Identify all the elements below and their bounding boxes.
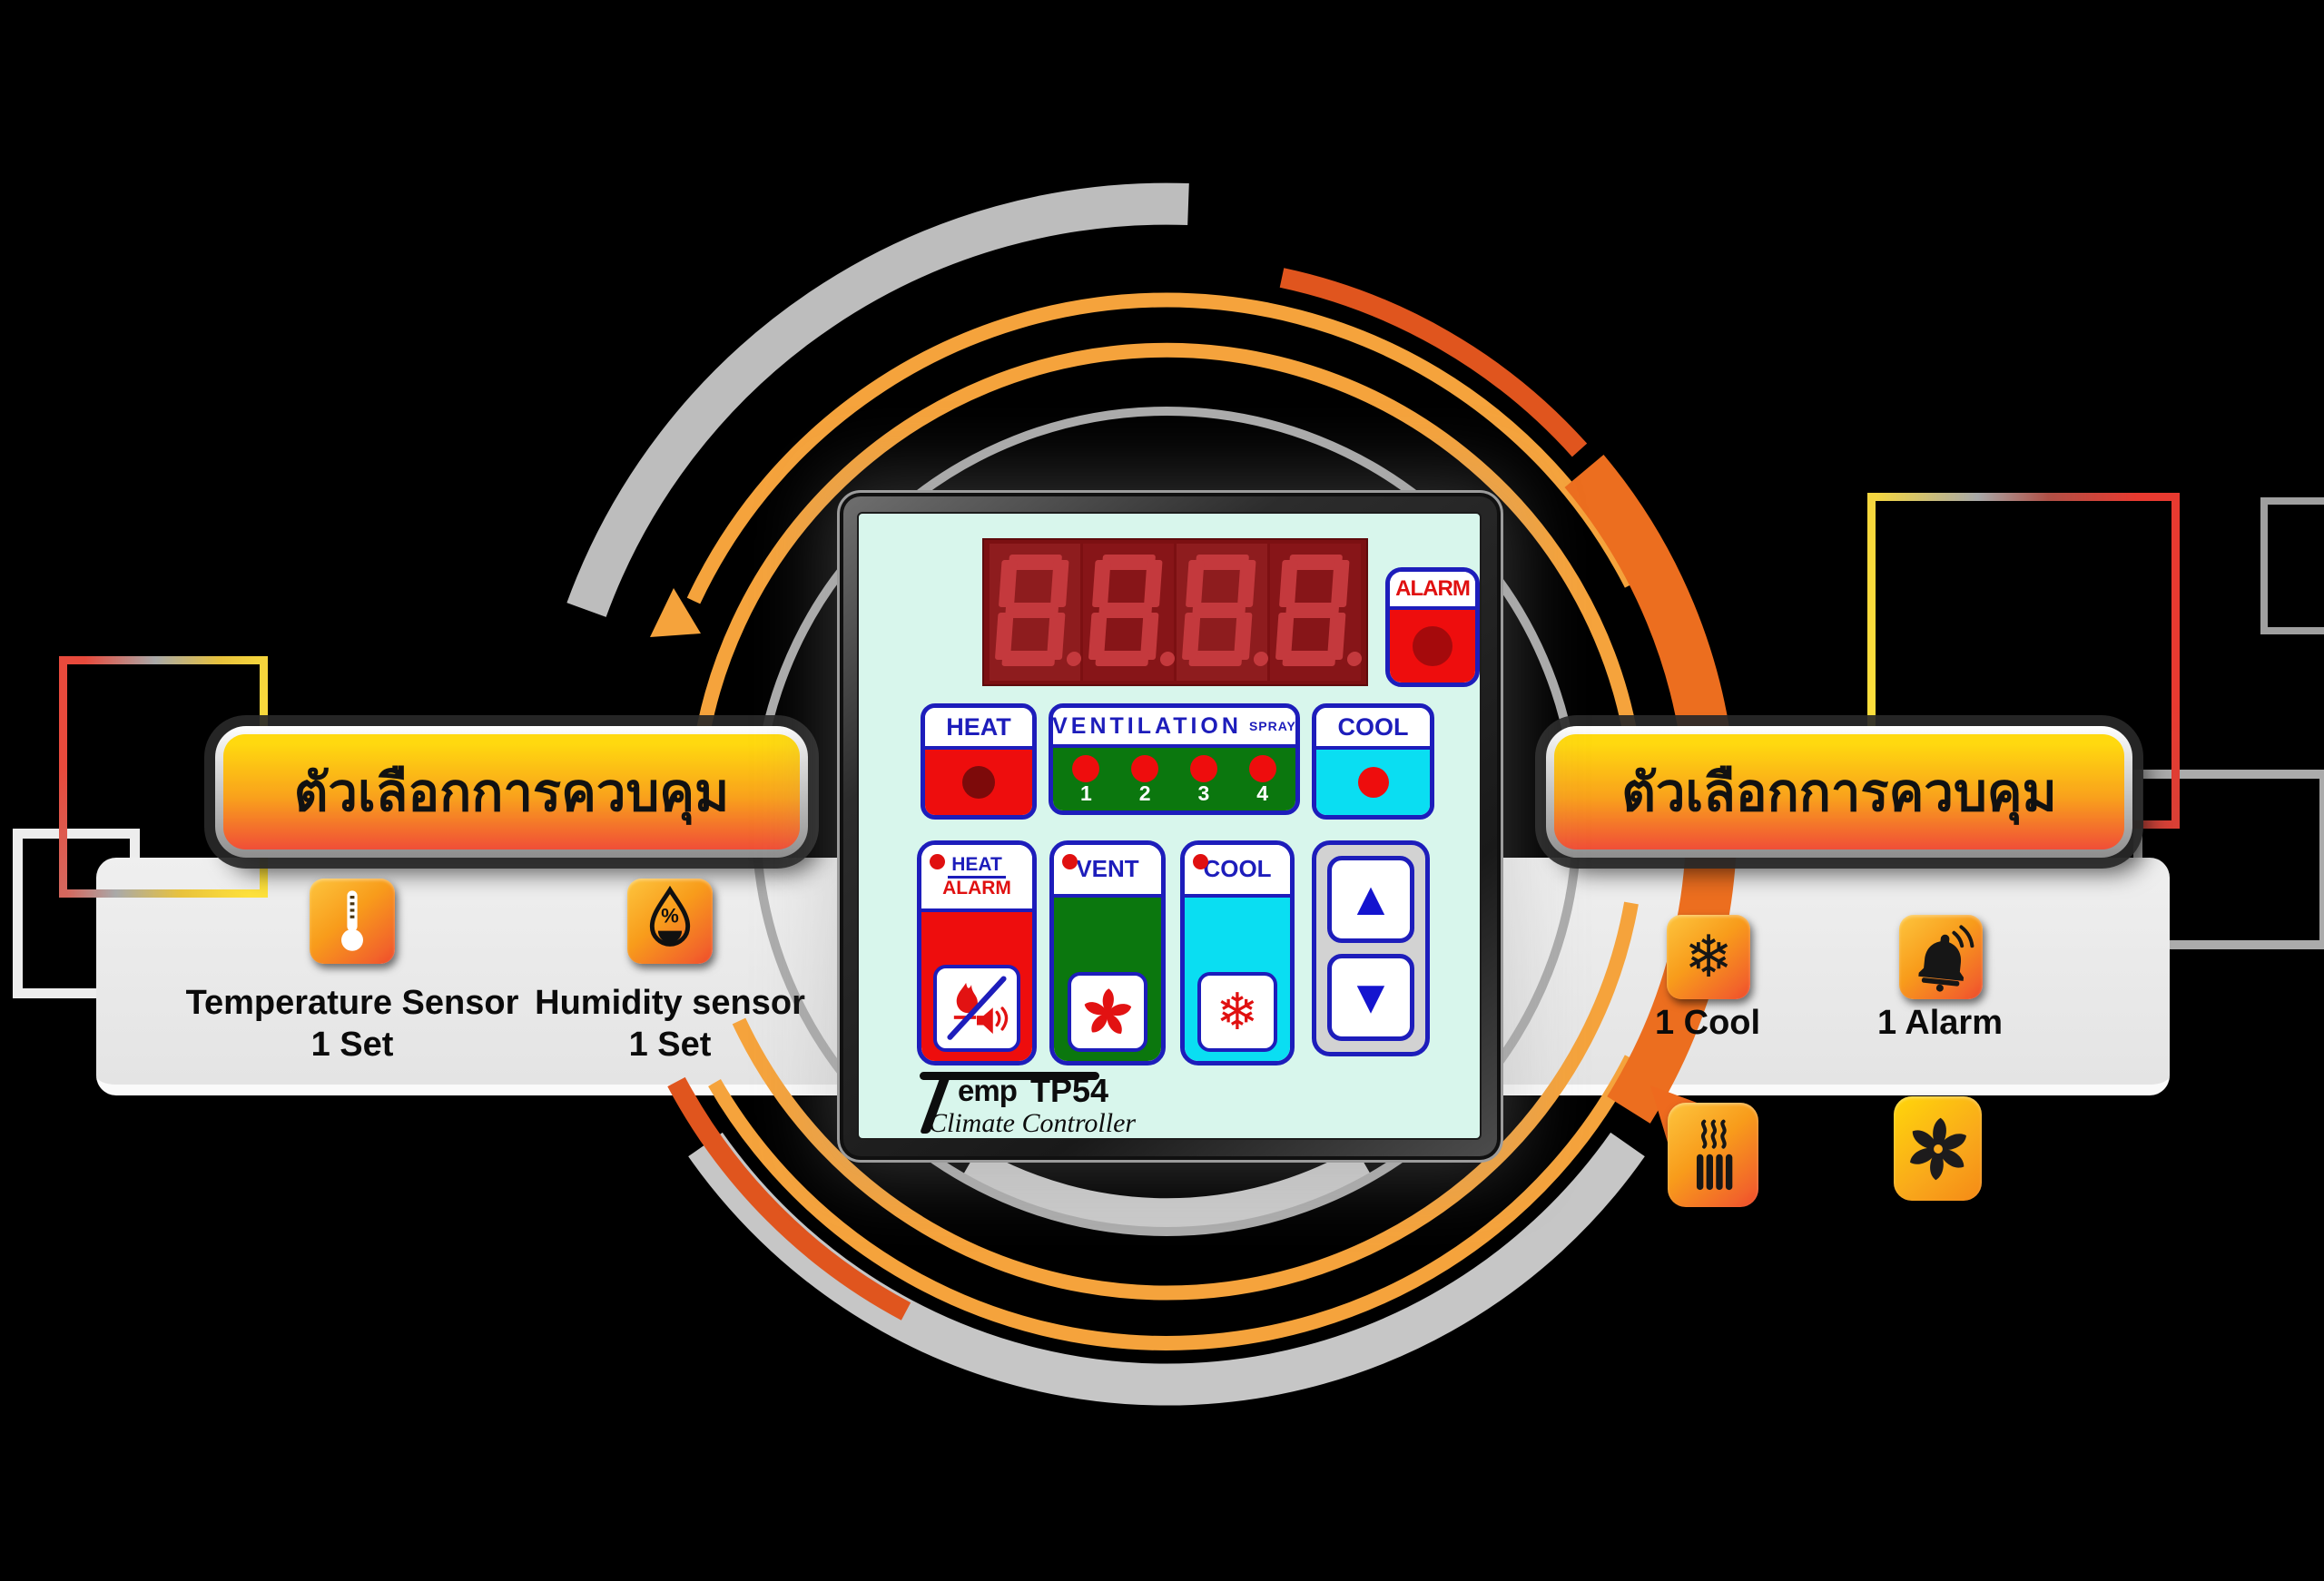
heat-label: HEAT — [925, 708, 1032, 750]
vent-led-3 — [1189, 754, 1217, 782]
vent-led-4 — [1248, 754, 1276, 782]
up-arrow-icon: ▲ — [1347, 873, 1394, 926]
display-digits — [990, 544, 1362, 681]
cool-label: COOL — [1316, 708, 1430, 750]
sensor-label: Humidity sensor — [535, 984, 805, 1022]
cool-button[interactable]: COOL — [1312, 703, 1434, 820]
ventilation-label: VENTILATION — [1052, 712, 1242, 739]
heat-alarm-mode-button[interactable]: HEAT ALARM — [917, 840, 1037, 1065]
fire-speaker-off-icon — [947, 976, 1009, 1040]
vent-mode-led — [1062, 854, 1078, 869]
fan-icon — [1909, 1117, 1966, 1180]
humidity-sensor-label: Humidity sensor 1 Set — [461, 982, 879, 1066]
cool-led — [1357, 767, 1389, 798]
ventilation-button[interactable]: VENTILATION SPRAY 1 2 3 4 — [1049, 703, 1300, 815]
heat-alarm-led — [930, 854, 945, 869]
vent-led-number: 4 — [1256, 781, 1269, 805]
alarm-output-tile — [1899, 915, 1983, 999]
sensor-qty: 1 Set — [628, 1026, 712, 1065]
heat-alarm-top-label: HEAT — [948, 855, 1006, 879]
banner-control-options-right: ตัวเลือกการควบคุม — [1546, 726, 2132, 858]
cool-output-label: 1 Cool — [1571, 1002, 1844, 1044]
heat-button[interactable]: HEAT — [921, 703, 1037, 820]
heater-icon — [1696, 1119, 1733, 1190]
output-label: 1 Alarm — [1877, 1004, 2003, 1042]
alarm-bell-icon — [1918, 924, 1974, 992]
vent-led-number: 3 — [1197, 781, 1210, 805]
banner-gradient: ตัวเลือกการควบคุม — [1554, 734, 2124, 849]
spray-label: SPRAY — [1248, 719, 1296, 733]
cool-mode-led — [1193, 854, 1208, 869]
brand-name-rest: emp — [958, 1074, 1018, 1107]
fan-output-tile — [1894, 1096, 1982, 1201]
cool-output-tile: ❄ — [1667, 915, 1750, 999]
banner-control-options-left: ตัวเลือกการควบคุม — [215, 726, 808, 858]
heater-output-tile — [1668, 1103, 1758, 1207]
vent-led-number: 2 — [1138, 781, 1151, 805]
down-arrow-icon: ▼ — [1347, 971, 1394, 1024]
temperature-sensor-label: Temperature Sensor 1 Set — [143, 982, 561, 1066]
gray-corner-decoration — [2260, 497, 2324, 634]
vent-led-1 — [1072, 754, 1100, 782]
updown-button-group: ▲ ▼ — [1312, 840, 1430, 1056]
vent-mode-button[interactable]: VENT — [1049, 840, 1166, 1065]
heat-alarm-bottom-label: ALARM — [942, 877, 1011, 899]
fan-red-icon — [1084, 988, 1132, 1034]
vent-led-number: 1 — [1079, 781, 1092, 805]
ventilation-leds: 1 2 3 4 — [1053, 748, 1295, 810]
alarm-led — [1413, 626, 1452, 666]
thermometer-icon — [341, 890, 363, 951]
alarm-label: ALARM — [1390, 572, 1475, 610]
banner-text: ตัวเลือกการควบคุม — [1621, 763, 2057, 822]
up-button[interactable]: ▲ — [1327, 856, 1414, 943]
seven-segment-display — [982, 538, 1368, 686]
sensor-qty: 1 Set — [310, 1026, 394, 1065]
heat-led — [962, 766, 995, 799]
vent-mode-label: VENT — [1076, 855, 1139, 883]
brand-tagline: Climate Controller — [929, 1108, 1137, 1138]
climate-controller-device: ALARM HEAT VENTILATION SPRAY 1 — [837, 490, 1503, 1163]
down-button[interactable]: ▼ — [1327, 954, 1414, 1041]
vent-led-2 — [1131, 754, 1159, 782]
banner-gradient: ตัวเลือกการควบคุม — [223, 734, 800, 849]
cool-mode-button[interactable]: COOL ❄ — [1180, 840, 1295, 1065]
sensor-label: Temperature Sensor — [185, 984, 519, 1022]
brand-logo: emp TP54 Climate Controller — [914, 1065, 1187, 1146]
device-panel: ALARM HEAT VENTILATION SPRAY 1 — [857, 512, 1482, 1140]
output-label: 1 Cool — [1654, 1004, 1761, 1042]
brand-model: TP54 — [1030, 1072, 1109, 1109]
humidity-icon: % — [649, 885, 691, 947]
snowflake-red-icon: ❄ — [1216, 983, 1259, 1040]
banner-text: ตัวเลือกการควบคุม — [293, 763, 730, 822]
alarm-output-label: 1 Alarm — [1804, 1002, 2076, 1044]
percent-glyph: % — [661, 905, 679, 928]
snowflake-icon: ❄ — [1684, 924, 1733, 989]
alarm-indicator-button[interactable]: ALARM — [1385, 567, 1480, 687]
temperature-sensor-tile — [310, 879, 395, 964]
cool-mode-label: COOL — [1203, 855, 1272, 883]
humidity-sensor-tile: % — [627, 879, 713, 964]
